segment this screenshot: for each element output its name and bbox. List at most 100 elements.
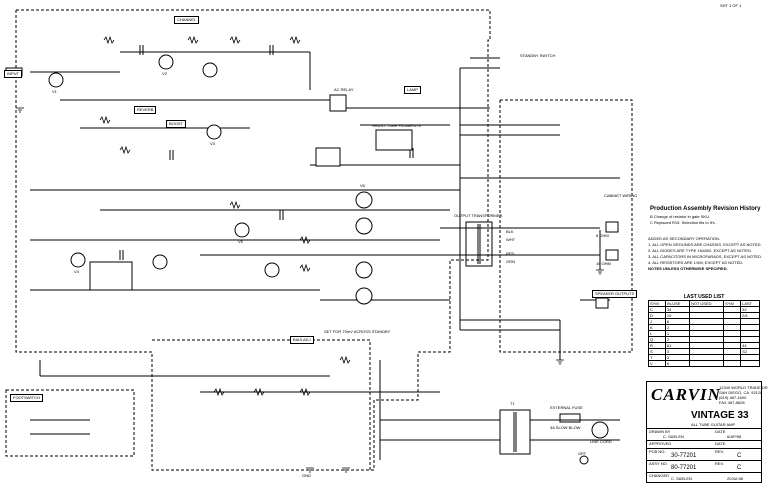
approved-label: APPROVED	[649, 441, 672, 446]
bias-adj-label: BIAS ADJ	[290, 336, 314, 344]
tube-v4-a	[70, 252, 86, 268]
line-cord-label: LINE CORD	[590, 439, 612, 444]
sheet-id: SHT 1 OF 1	[720, 3, 742, 8]
note-line: 4. ALL RESISTORS ARE 1/4W, EXCEPT AS NOT…	[648, 260, 744, 265]
wire-grn: GRN	[506, 259, 515, 264]
changed-by: C. SAELEN	[671, 476, 692, 481]
note-line: 3. ALL CAPACITORS IN MICROFARADS, EXCEPT…	[648, 254, 763, 259]
speaker-jack-16ohm	[605, 249, 619, 261]
revision-text: Change of resistor in gate SKU.	[653, 214, 711, 219]
date-label: DATE	[715, 441, 726, 446]
speaker-jack-8ohm	[605, 221, 619, 233]
ground-label: GND	[302, 473, 311, 478]
table-cell: 6	[664, 360, 690, 367]
pcb-rev: C	[737, 453, 742, 459]
drawn-by-label: DRAWN BY	[649, 429, 671, 434]
voltage-note: SET FOR 70mV ACROSS STANDBY	[324, 329, 391, 334]
resistor	[213, 387, 225, 397]
resistor	[187, 35, 199, 45]
note-line: ADDED AS SECONDARY OPERATION.	[648, 236, 721, 241]
model-subtitle: ALL TUBE GUITAR AMP	[691, 422, 736, 427]
line-cord-plug	[591, 421, 609, 439]
tube-v2-label: V2	[162, 71, 167, 76]
relays	[89, 94, 413, 291]
resistor	[339, 355, 351, 365]
tube-v1	[48, 72, 64, 88]
impedance-8-label: 8 OHM	[596, 233, 609, 238]
power-board-outline	[499, 99, 633, 353]
power-transformer-label: T1	[510, 401, 515, 406]
tube-v5-a	[234, 222, 250, 238]
tube-v6-label: V6	[360, 183, 365, 188]
tube-v4-b	[152, 254, 168, 270]
filament-relay-box	[375, 129, 413, 151]
fuse	[559, 413, 581, 423]
notes-footer: NOTES UNLESS OTHERWISE SPECIFIED.	[648, 266, 728, 271]
table-cell	[740, 360, 760, 367]
resistor	[103, 35, 115, 45]
table-cell: V	[648, 360, 666, 367]
tube-v1-label: V1	[52, 89, 57, 94]
input-label: INPUT	[4, 70, 22, 78]
rev-label: REV.	[715, 449, 724, 454]
address-line: 12340 WORLD TRADE DR	[719, 385, 768, 390]
assy-rev: C	[737, 465, 742, 471]
tube-v3	[206, 124, 222, 140]
assy-label: ASSY NO.	[649, 461, 668, 466]
tube-v5-label: V5	[238, 239, 243, 244]
reverb-label: REVERB	[134, 106, 157, 114]
address-line: (619) 487-1600	[719, 395, 747, 400]
power-switch	[579, 455, 589, 465]
slow-blow-label: 3A SLOW BLOW	[550, 425, 581, 430]
drawn-by-value: C. SAELEN	[663, 434, 684, 439]
resistor	[229, 35, 241, 45]
external-fuse-label: EXTERNAL FUSE	[550, 405, 583, 410]
ground-symbol	[306, 467, 314, 473]
output-transformer	[465, 221, 493, 267]
rev-label: REV.	[715, 461, 724, 466]
tube-v4-label: V4	[74, 269, 79, 274]
footswitch-jack-label: SPEAKER OUTPUTS	[592, 290, 638, 298]
tube-v6-b	[355, 217, 373, 235]
tube-v2-a	[158, 54, 174, 70]
notes-block: ADDED AS SECONDARY OPERATION. 1. ALL OPE…	[648, 236, 762, 272]
channel-label: CHANNEL	[174, 16, 200, 24]
output-transformer-body	[465, 221, 493, 267]
heater-filaments-label: SHUNT TUBE FILAMENTS	[372, 123, 421, 128]
tube-v2-b	[202, 62, 218, 78]
cabinet-wiring-label: CABINET WIRING	[604, 193, 638, 198]
date-label: DATE	[715, 429, 726, 434]
table-cell	[723, 360, 742, 367]
wire-wht: WHT	[506, 237, 516, 242]
resistor	[119, 145, 131, 155]
resistor	[289, 35, 301, 45]
tb-divider	[647, 440, 761, 441]
boost-label: BOOST	[166, 120, 187, 128]
ground-symbol	[342, 467, 350, 473]
revision-rev: C	[650, 220, 653, 225]
wire-blk: BLK	[506, 229, 514, 234]
last-used-list: LAST USED LIST SYM IN-USE NOT USED SYM L…	[648, 294, 760, 367]
tube-v6-d	[355, 287, 373, 305]
switch-group	[89, 261, 133, 291]
capacitors	[119, 45, 414, 260]
tube-v6-a	[355, 191, 373, 209]
bias-relay-box	[315, 147, 341, 167]
footswitch-label: FOOTSWITCH	[10, 394, 43, 402]
ac-relay-box	[329, 94, 347, 112]
model-name: VINTAGE 33	[691, 410, 749, 421]
ground-symbol	[596, 269, 604, 275]
power-transformer-body	[499, 409, 531, 455]
resistor	[299, 263, 311, 273]
note-line: 2. ALL DIODES ARE TYPE 1N4002, EXCEPT AS…	[648, 248, 752, 253]
tube-v3-label: V3	[210, 141, 215, 146]
lower-board-outline	[152, 339, 371, 470]
resistors	[99, 35, 351, 397]
resistor	[299, 387, 311, 397]
revision-rev: B	[650, 214, 653, 219]
note-line: 1. ALL OPEN GROUNDS ARE CHASSIS. EXCEPT …	[648, 242, 762, 247]
tb-divider	[647, 460, 761, 461]
changed-label: CHANGED	[649, 473, 670, 478]
